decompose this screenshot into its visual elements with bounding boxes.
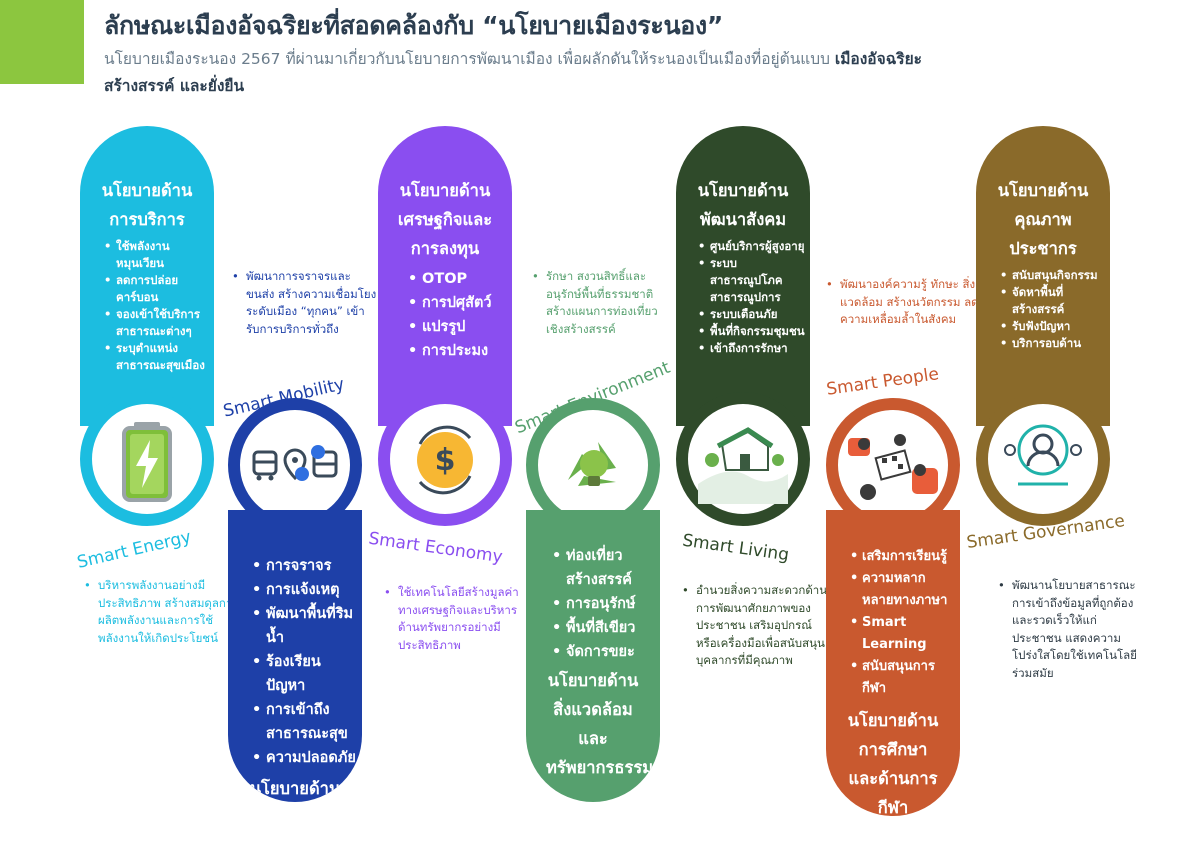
dollar-coin-icon: $ xyxy=(417,425,473,495)
governance-item: จัดหาพื้นที่สร้างสรรค์ xyxy=(1000,284,1106,318)
living-icon-ring xyxy=(676,392,810,526)
energy-item: ลดการปล่อยคาร์บอน xyxy=(104,272,208,306)
economy-item: การปศุสัตว์ xyxy=(408,291,506,315)
economy-item: OTOP xyxy=(408,267,506,291)
living-item: เข้าถึงการรักษา xyxy=(698,340,806,357)
mobility-item: ร้องเรียนปัญหา xyxy=(252,650,356,698)
people-item: Smart Learning xyxy=(850,612,956,656)
page-title: ลักษณะเมืองอัจฉริยะที่สอดคล้องกับ “นโยบา… xyxy=(104,11,724,40)
living-heading: นโยบายด้าน พัฒนาสังคม xyxy=(697,181,789,229)
subtitle-text: นโยบายเมืองระนอง 2567 ที่ผ่านมาเกี่ยวกับ… xyxy=(104,50,830,68)
mobility-bottom-panel: การจราจร การแจ้งเหตุ พัฒนาพื้นที่ริมน้ำ … xyxy=(228,510,362,802)
economy-heading: นโยบายด้าน เศรษฐกิจและการลงทุน xyxy=(397,181,493,258)
environment-note: รักษา สงวนสิทธิ์และอนุรักษ์พื้นที่ธรรมชา… xyxy=(532,268,674,338)
economy-top-panel: นโยบายด้าน เศรษฐกิจและการลงทุน OTOP การป… xyxy=(378,126,512,426)
page-subtitle: นโยบายเมืองระนอง 2567 ที่ผ่านมาเกี่ยวกับ… xyxy=(104,46,964,100)
people-heading: นโยบายด้าน การศึกษาและด้านการกีฬา xyxy=(847,711,939,816)
environment-item: ท่องเที่ยวสร้างสรรค์ xyxy=(552,544,654,592)
governance-heading: นโยบายด้าน คุณภาพประชากร xyxy=(997,181,1089,258)
mobility-item: การเข้าถึงสาธารณะสุข xyxy=(252,698,356,746)
energy-item: ใช้พลังงานหมุนเวียน xyxy=(104,238,208,272)
economy-icon-ring: $ xyxy=(378,392,512,526)
battery-icon xyxy=(122,422,172,502)
energy-top-panel: นโยบายด้าน การบริการ ใช้พลังงานหมุนเวียน… xyxy=(80,126,214,426)
environment-item: จัดการขยะ xyxy=(552,640,654,664)
governance-item: รับฟังปัญหา xyxy=(1000,318,1106,335)
living-item: พื้นที่กิจกรรมชุมชน xyxy=(698,323,806,340)
economy-note: ใช้เทคโนโลยีสร้างมูลค่าทางเศรษฐกิจและบริ… xyxy=(384,584,530,654)
living-item: ระบบเตือนภัย xyxy=(698,306,806,323)
environment-item: พื้นที่สีเขียว xyxy=(552,616,654,640)
label-smart-people: Smart People xyxy=(825,364,941,400)
living-note: อำนวยสิ่งความสะดวกด้านการพัฒนาศักยภาพของ… xyxy=(682,582,830,670)
accent-block xyxy=(0,0,84,84)
mobility-heading: นโยบายด้าน โครงสร้างพื้นฐาน xyxy=(249,779,341,798)
living-top-panel: นโยบายด้าน พัฒนาสังคม ศูนย์บริการผู้สูงอ… xyxy=(676,126,810,426)
economy-item: แปรรูป xyxy=(408,315,506,339)
economy-item: การประมง xyxy=(408,339,506,363)
mobility-note: พัฒนาการจราจรและขนส่ง สร้างความเชื่อมโยง… xyxy=(232,268,378,338)
environment-heading: นโยบายด้าน สิ่งแวดล้อมและทรัพยากรธรรมชาต… xyxy=(546,671,660,777)
energy-item: ระบุตำแหน่งสาธารณะสุขเมือง xyxy=(104,340,208,374)
energy-icon-ring xyxy=(80,392,214,526)
living-item: ระบบสาธารณูปโภคสาธารณูปการ xyxy=(698,255,806,306)
people-item: สนับสนุนการกีฬา xyxy=(850,656,956,700)
people-note: พัฒนาองค์ความรู้ ทักษะ สิ่งแวดล้อม สร้าง… xyxy=(826,276,980,329)
energy-note: บริหารพลังงานอย่างมีประสิทธิภาพ สร้างสมด… xyxy=(84,577,242,647)
mobility-item: พัฒนาพื้นที่ริมน้ำ xyxy=(252,602,356,650)
label-smart-economy: Smart Economy xyxy=(367,528,504,568)
people-item: ความหลากหลายทางภาษา xyxy=(850,568,956,612)
environment-bottom-panel: ท่องเที่ยวสร้างสรรค์ การอนุรักษ์ พื้นที่… xyxy=(526,510,660,802)
label-smart-living: Smart Living xyxy=(681,530,791,566)
svg-text:$: $ xyxy=(435,443,456,478)
living-item: ศูนย์บริการผู้สูงอายุ xyxy=(698,238,806,255)
label-smart-energy: Smart Energy xyxy=(75,527,194,573)
governance-top-panel: นโยบายด้าน คุณภาพประชากร สนับสนุนกิจกรรม… xyxy=(976,126,1110,426)
mobility-item: การจราจร xyxy=(252,554,356,578)
energy-heading: นโยบายด้าน การบริการ xyxy=(101,181,193,229)
mobility-item: ความปลอดภัย xyxy=(252,746,356,770)
subtitle-emphasis: เมืองอัจฉริยะ สร้างสรรค์ และยั่งยืน xyxy=(104,50,922,95)
governance-item: สนับสนุนกิจกรรม xyxy=(1000,267,1106,284)
mobility-item: การแจ้งเหตุ xyxy=(252,578,356,602)
governance-item: บริการอบด้าน xyxy=(1000,335,1106,352)
energy-item: จองเข้าใช้บริการสาธารณะต่างๆ xyxy=(104,306,208,340)
people-collaboration-icon xyxy=(848,434,938,500)
people-bottom-panel: เสริมการเรียนรู้ ความหลากหลายทางภาษา Sma… xyxy=(826,510,960,816)
environment-item: การอนุรักษ์ xyxy=(552,592,654,616)
governance-note: พัฒนานโยบายสาธารณะ การเข้าถึงข้อมูลที่ถู… xyxy=(998,577,1138,682)
transport-icon xyxy=(252,445,338,481)
people-item: เสริมการเรียนรู้ xyxy=(850,546,956,568)
network-person-icon xyxy=(1004,424,1082,486)
governance-icon-ring xyxy=(976,392,1110,526)
recycle-bulb-icon xyxy=(568,442,616,486)
house-landscape-icon xyxy=(698,427,788,504)
